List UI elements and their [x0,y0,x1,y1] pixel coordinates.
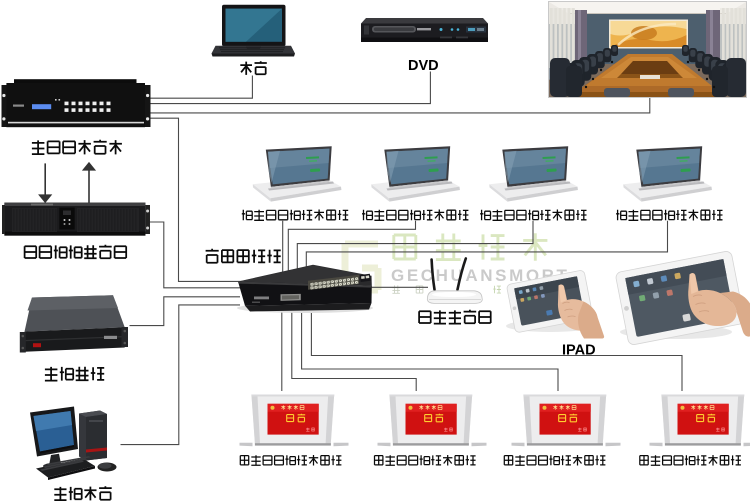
svg-text:GECHUANSMQRT: GECHUANSMQRT [391,266,570,285]
svg-text:IPAD: IPAD [562,343,596,359]
svg-text:DVD: DVD [408,58,439,74]
